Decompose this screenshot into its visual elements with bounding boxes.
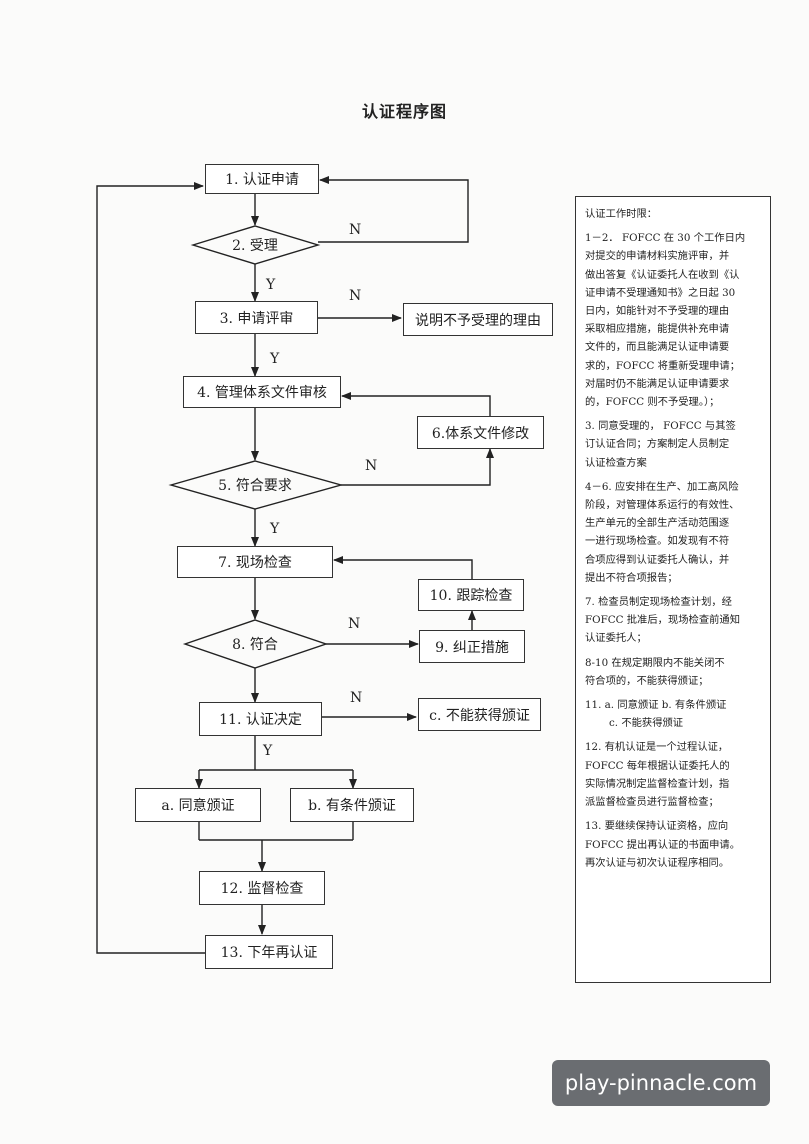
- arrow-5-no-to-6: [341, 448, 494, 486]
- step-11-decision: 11. 认证决定: [199, 702, 322, 736]
- note-line: 4－6. 应安排在生产、加工高风险: [585, 480, 739, 493]
- note-line: 求的，FOFCC 将重新受理申请；: [585, 359, 741, 372]
- note-11-ab: 11. a. 同意颁证 b. 有条件颁证: [585, 699, 727, 712]
- label-n-step11: N: [350, 690, 363, 706]
- label-y-step5: Y: [270, 521, 280, 537]
- arrow-10-to-7: [333, 556, 473, 579]
- step-9-corrective-action: 9. 纠正措施: [419, 630, 525, 663]
- note-line: 12. 有机认证是一个过程认证，: [585, 741, 729, 754]
- step-1-apply: 1. 认证申请: [205, 164, 319, 194]
- time-limit-notes: 认证工作时限： 1－2． FOFCC 在 30 个工作日内对提交的申请材料实施评…: [575, 196, 771, 983]
- note-line: 证申请不受理通知书》之日起 30: [585, 286, 736, 299]
- step-4-document-review: 4. 管理体系文件审核: [183, 376, 341, 408]
- note-line: 认证检查方案: [585, 456, 647, 469]
- note-line: 日内，如能针对不予受理的理由: [585, 305, 730, 318]
- note-line: 生产单元的全部生产活动范围逐: [585, 517, 730, 530]
- arrow-2-no-to-1: [318, 176, 469, 243]
- label-n-step2: N: [349, 222, 362, 238]
- note-line: 再次认证与初次认证程序相同。: [585, 856, 730, 869]
- note-line: 对提交的申请材料实施评审，并: [585, 250, 730, 263]
- label-n-step3: N: [349, 288, 362, 304]
- note-line: 一进行现场检查。如发现有不符: [585, 535, 730, 548]
- note-line: FOFCC 批准后，现场检查前通知: [585, 614, 741, 627]
- note-line: 合项应得到认证委托人确认，并: [585, 553, 730, 566]
- note-line: 7. 检查员制定现场检查计划，经: [585, 596, 732, 609]
- arrow-13-loop-to-1: [96, 182, 205, 954]
- note-line: 8-10 在规定期限内不能关闭不: [585, 656, 725, 669]
- note-8-10: 8-10 在规定期限内不能关闭不符合项的，不能获得颁证；: [585, 654, 762, 690]
- note-13: 13. 要继续保持认证资格，应向 FOFCC 提出再认证的书面申请。再次认证与初次…: [585, 817, 762, 872]
- note-line: FOFCC 每年根据认证委托人的: [585, 759, 730, 772]
- outcome-b-conditional: b. 有条件颁证: [290, 788, 414, 822]
- label-y-step11: Y: [263, 743, 273, 759]
- note-line: 认证委托人；: [585, 632, 647, 645]
- note-line: 文件的，而且能满足认证申请要: [585, 341, 730, 354]
- arrow-6-to-4: [341, 392, 491, 416]
- label-n-step8: N: [348, 616, 361, 632]
- note-line: 派监督检查员进行监督检查；: [585, 796, 719, 809]
- note-line: 实际情况制定监督检查计划，指: [585, 777, 730, 790]
- reject-reason-box: 说明不予受理的理由: [403, 303, 553, 336]
- watermark-badge: play-pinnacle.com: [552, 1060, 770, 1106]
- step-8-conform-label: 8. 符合: [232, 637, 278, 653]
- step-13-recertify: 13. 下年再认证: [205, 935, 333, 969]
- note-line: 做出答复《认证委托人在收到《认: [585, 268, 740, 281]
- decision-2-diamond: [190, 225, 321, 265]
- label-y-step3: Y: [270, 351, 280, 367]
- note-line: 提出不符合项报告；: [585, 571, 678, 584]
- note-11-c: c. 不能获得颁证: [609, 717, 684, 730]
- outcome-c-no-certificate: c. 不能获得颁证: [418, 698, 541, 731]
- note-line: 订认证合同；方案制定人员制定: [585, 438, 730, 451]
- page-title: 认证程序图: [361, 102, 447, 121]
- note-line: 采取相应措施，能提供补充申请: [585, 323, 730, 336]
- notes-heading: 认证工作时限：: [585, 208, 658, 220]
- note-line: 13. 要继续保持认证资格，应向: [585, 820, 729, 833]
- outcome-a-approve: a. 同意颁证: [135, 788, 261, 822]
- step-10-follow-up: 10. 跟踪检查: [418, 579, 524, 611]
- note-line: FOFCC 提出再认证的书面申请。: [585, 838, 741, 851]
- note-1-2: 1－2． FOFCC 在 30 个工作日内对提交的申请材料实施评审，并做出答复《…: [585, 229, 762, 411]
- step-3-review: 3. 申请评审: [195, 301, 318, 334]
- note-line: 符合项的，不能获得颁证；: [585, 674, 709, 687]
- note-line: 1－2． FOFCC 在 30 个工作日内: [585, 232, 746, 245]
- note-4-6: 4－6. 应安排在生产、加工高风险阶段，对管理体系运行的有效性、生产单元的全部生…: [585, 478, 762, 587]
- step-2-accept-label: 2. 受理: [232, 237, 278, 254]
- step-12-supervision: 12. 监督检查: [199, 871, 325, 905]
- note-line: 对届时仍不能满足认证申请要求: [585, 377, 730, 390]
- label-n-step5: N: [365, 458, 378, 474]
- step-5-conform-label: 5. 符合要求: [218, 478, 292, 494]
- label-y-step2: Y: [266, 277, 276, 293]
- note-line: 的，FOFCC 则不予受理。）；: [585, 396, 720, 409]
- note-3: 3. 同意受理的， FOFCC 与其签订认证合同；方案制定人员制定认证检查方案: [585, 417, 762, 472]
- note-line: 3. 同意受理的， FOFCC 与其签: [585, 420, 736, 433]
- note-12: 12. 有机认证是一个过程认证， FOFCC 每年根据认证委托人的实际情况制定监督…: [585, 738, 762, 811]
- note-line: 阶段，对管理体系运行的有效性、: [585, 499, 740, 512]
- note-7: 7. 检查员制定现场检查计划，经 FOFCC 批准后，现场检查前通知认证委托人；: [585, 593, 762, 648]
- step-6-document-revise: 6.体系文件修改: [417, 416, 544, 449]
- step-7-site-inspection: 7. 现场检查: [177, 546, 333, 578]
